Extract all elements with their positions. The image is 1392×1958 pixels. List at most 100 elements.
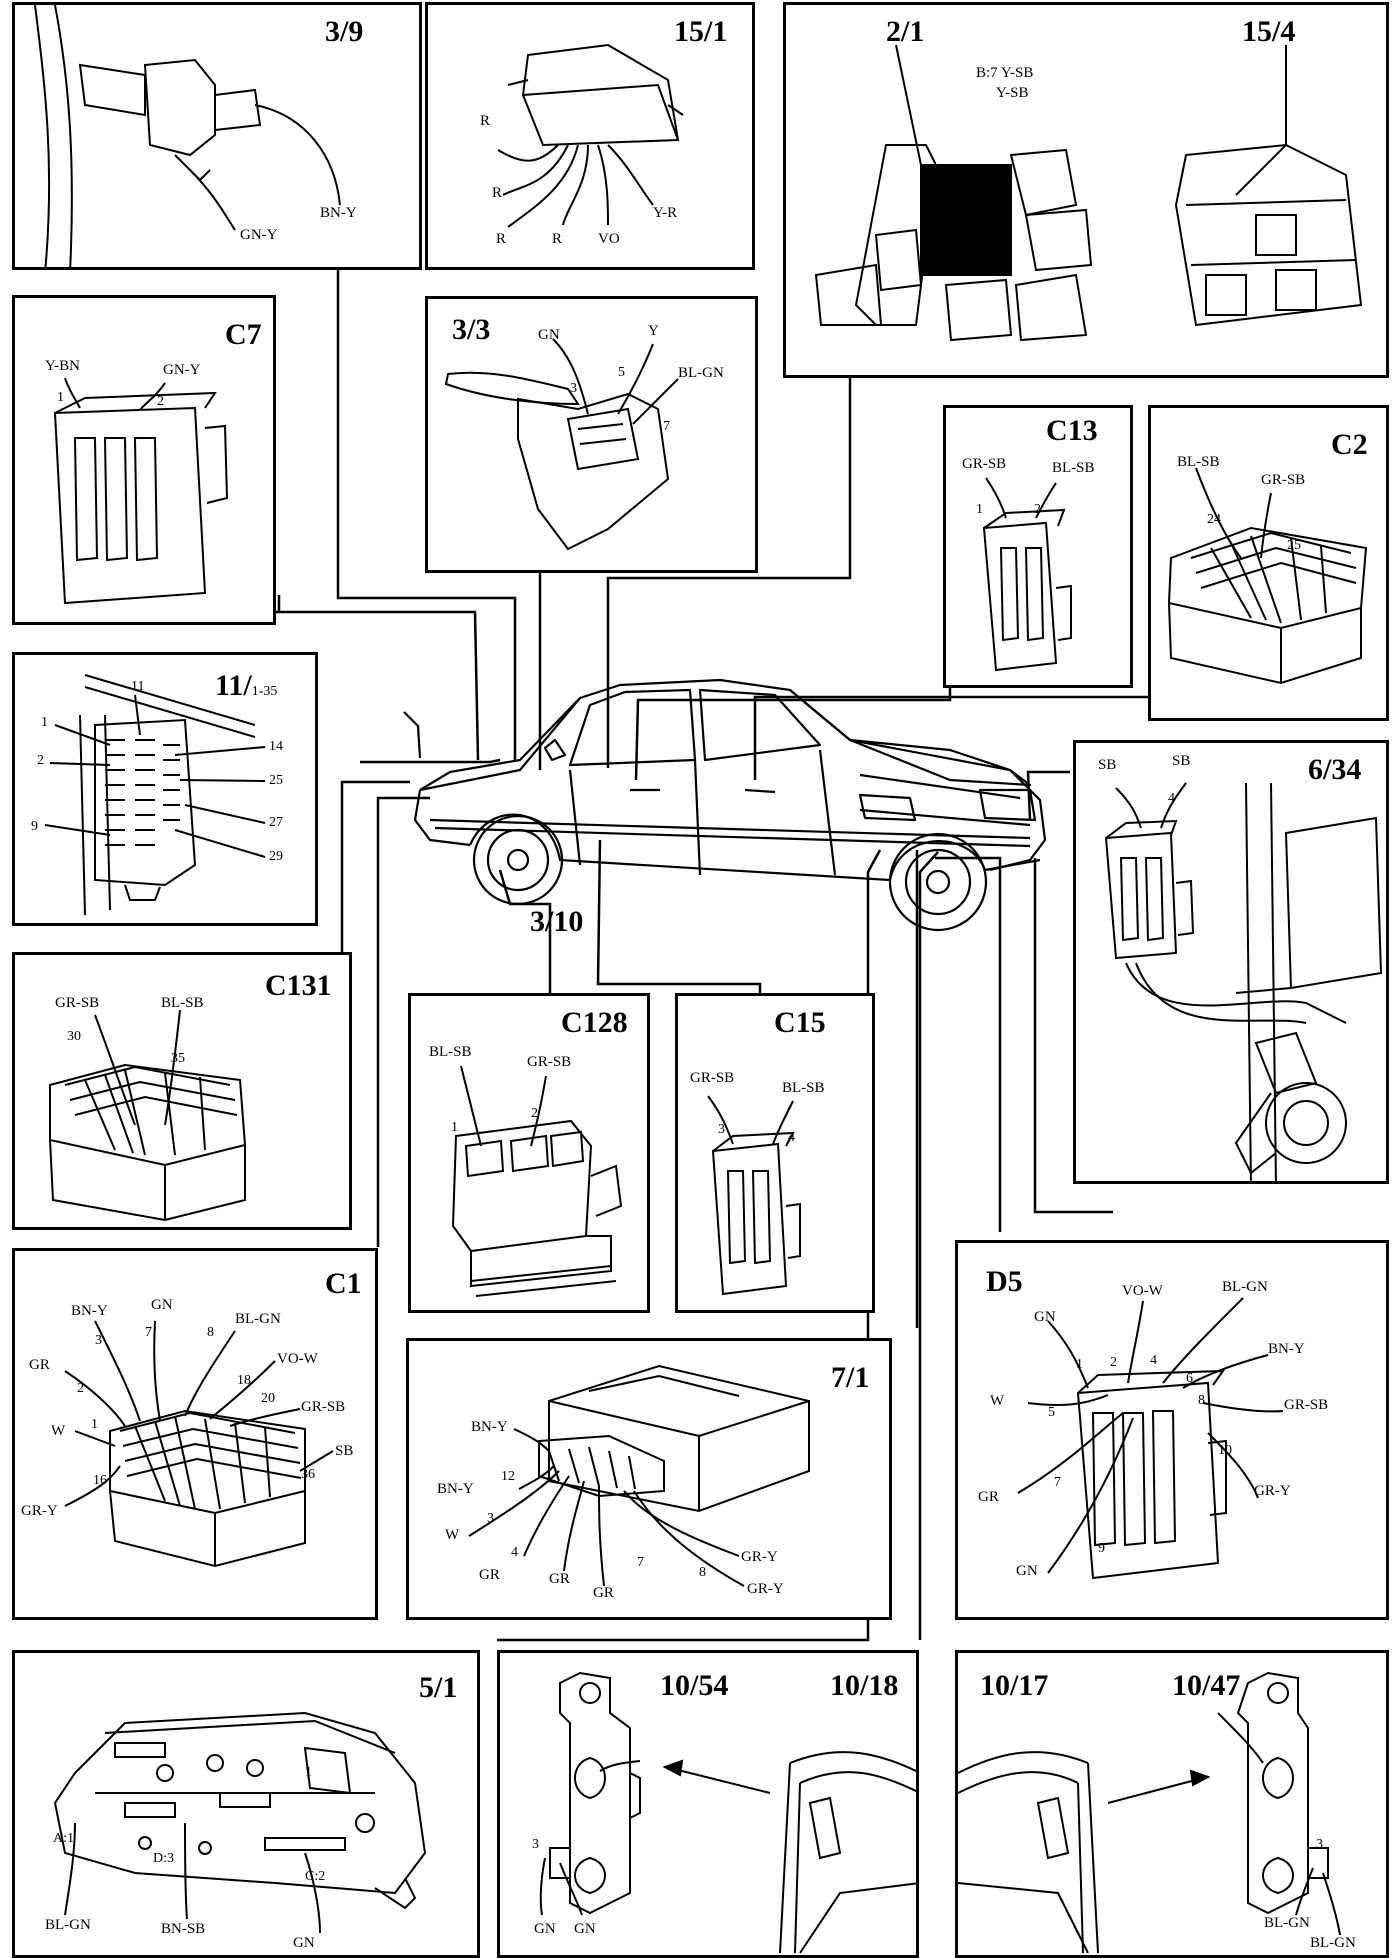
wire-label: VO-W [1122, 1283, 1163, 1299]
pin-number: 2 [77, 1381, 84, 1396]
pin-number: 7 [1054, 1475, 1061, 1490]
wire-label: BN-Y [71, 1303, 108, 1319]
fuse-box-drawing [814, 44, 1363, 342]
pin-number: 5 [1048, 1405, 1055, 1420]
panel-title-2: 10/18 [830, 1669, 899, 1702]
wire-label: BL-GN [235, 1311, 281, 1327]
wire-label: SB [335, 1443, 354, 1459]
panel-11-1-35: 11/1-35 1 11 2 14 25 27 9 29 [12, 652, 318, 926]
wire-label: GN [151, 1297, 173, 1313]
panel-title: 11/1-35 [215, 669, 278, 702]
wire-label: GR-SB [962, 456, 1007, 472]
wire-label: BN-Y [320, 205, 357, 221]
pin-number: 1 [1076, 1357, 1083, 1372]
switch-stalk-drawing [444, 338, 679, 551]
pin-number: 27 [269, 815, 283, 830]
panel-c2: C2 BL-SB GR-SB 24 25 [1148, 405, 1389, 721]
wire-label: BL-GN [1264, 1915, 1310, 1931]
connector-drawing [49, 1009, 247, 1222]
pin-number: 3 [570, 381, 577, 396]
connector-drawing [53, 377, 229, 605]
wire-label: GR-SB [301, 1399, 346, 1415]
center-label: 3/10 [530, 905, 584, 938]
pin-number: 1 [451, 1120, 458, 1135]
lamp-holder-drawing [958, 1671, 1341, 1954]
control-unit-drawing [468, 1364, 810, 1587]
wire-label: GR-Y [747, 1581, 784, 1597]
panel-10-17-10-47: 10/17 10/47 BL-GN BL-GN 3 [955, 1650, 1389, 1958]
connector-drawing [1017, 1297, 1284, 1580]
pin-number: 18 [237, 1373, 251, 1388]
wire-label: Y-R [653, 205, 678, 221]
wire-label: R [552, 231, 563, 247]
connector-drawing [1167, 467, 1368, 685]
panel-title: 2/1 [886, 15, 925, 48]
pin-number: 5 [618, 365, 625, 380]
panel-title: C2 [1331, 428, 1368, 461]
instrument-cluster-drawing [53, 1711, 427, 1934]
wire-label: GN [574, 1921, 596, 1937]
wire-label: BN-Y [437, 1481, 474, 1497]
motor-drawing [1104, 782, 1383, 1181]
connector-drawing [451, 1065, 623, 1297]
pin-number: 2 [1034, 502, 1041, 517]
wire-label: BN-SB [161, 1921, 206, 1937]
pin-number: 24 [1207, 512, 1221, 527]
wire-label: W [51, 1423, 66, 1439]
pin-number: 3 [718, 1122, 725, 1137]
pin-number: 8 [699, 1565, 706, 1580]
wire-label: BL-GN [1310, 1935, 1356, 1951]
wire-label: GN [534, 1921, 556, 1937]
pin-number: 8 [207, 1325, 214, 1340]
panel-title: D5 [986, 1265, 1023, 1298]
connector-drawing [64, 1320, 334, 1568]
wire-label: BL-SB [1052, 460, 1095, 476]
panel-title-2: 15/4 [1242, 15, 1296, 48]
wire-label: BL-SB [161, 995, 204, 1011]
pin-number: 4 [1150, 1353, 1157, 1368]
pin-number: 7 [663, 419, 670, 434]
wire-label: BL-SB [429, 1044, 472, 1060]
panel-title: 6/34 [1308, 753, 1362, 786]
wire-label: GN [1016, 1563, 1038, 1579]
pin-number: 1 [91, 1417, 98, 1432]
pin-number: 9 [1098, 1541, 1105, 1556]
panel-15-1: 15/1 R R R R VO Y-R [425, 2, 755, 270]
connector-drawing [982, 477, 1072, 672]
pin-number: 12 [501, 1469, 515, 1484]
pin-number: 14 [269, 739, 283, 754]
wire-label: SB [1098, 757, 1117, 773]
pin-number: D:3 [153, 1851, 174, 1866]
wire-label: BL-GN [1222, 1279, 1268, 1295]
pin-number: 7 [637, 1555, 644, 1570]
wire-label: GN [293, 1935, 315, 1951]
pin-number: A:1 [53, 1831, 74, 1846]
pin-number: 2 [37, 753, 44, 768]
panel-c15: C15 GR-SB BL-SB 3 4 [675, 993, 875, 1313]
relay-drawing [497, 43, 684, 228]
panel-title: C15 [774, 1006, 826, 1039]
pin-number: 25 [269, 773, 283, 788]
panel-3-3: 3/3 GN Y BL-GN 3 5 7 [425, 296, 758, 573]
pin-number: 8 [1198, 1393, 1205, 1408]
fuse-block-drawing [44, 674, 266, 916]
panel-title: C131 [265, 969, 332, 1002]
panel-title: 10/54 [660, 1669, 729, 1702]
panel-2-1-15-4: 2/1 15/4 B:7 Y-SB Y-SB [783, 2, 1389, 378]
pin-number: 3 [532, 1837, 539, 1852]
wire-label: GR [479, 1567, 500, 1583]
panel-c7: C7 Y-BN GN-Y 1 2 [12, 295, 276, 625]
wire-label: VO [598, 231, 620, 247]
pin-number: 4 [511, 1545, 518, 1560]
pin-number: 3 [1316, 1837, 1323, 1852]
panel-title: 15/1 [674, 15, 728, 48]
wire-label: GR [978, 1489, 999, 1505]
pin-number: 2 [157, 394, 164, 409]
pin-number: 2 [531, 1106, 538, 1121]
panel-c13: C13 GR-SB BL-SB 1 2 [943, 405, 1133, 688]
wire-label: GR-SB [527, 1054, 572, 1070]
panel-title-2: 10/47 [1172, 1669, 1241, 1702]
panel-7-1: 7/1 BN-Y BN-Y W GR GR GR GR-Y GR-Y 12 3 … [406, 1338, 892, 1620]
connector-drawing [707, 1095, 801, 1296]
